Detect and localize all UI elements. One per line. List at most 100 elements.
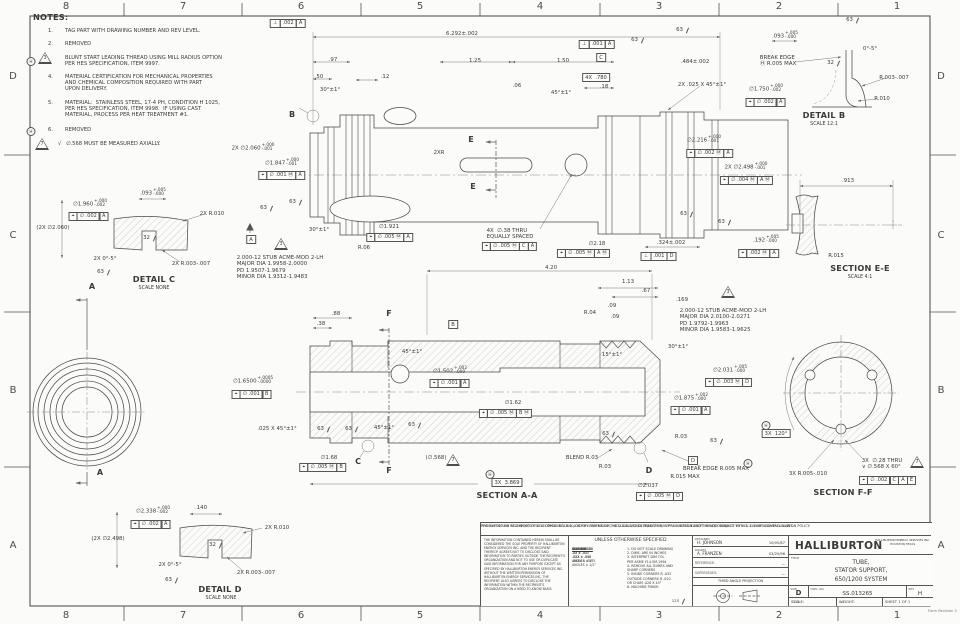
supersedes-value: — (781, 572, 785, 576)
machine-label: MACHINE (572, 547, 587, 551)
dim-09-b: .09 (610, 314, 620, 320)
proprietary-notice: THE INFORMATION CONTAINED HEREIN SHALL B… (481, 536, 569, 606)
tolerance-stack: +.0005 -.0000 (257, 375, 274, 385)
fcf-cell: ∅ .001 (239, 390, 263, 399)
zone-top-3: 3 (655, 1, 663, 12)
projection-label: THIRD ANGLE PROJECTION (717, 579, 764, 583)
title-label: TITLE (791, 556, 800, 560)
designed-row: DESIGNED H. JOHNSON 10/05/87 (693, 536, 788, 547)
view-title-detail-c: DETAIL C (132, 274, 176, 284)
note-1-num: 1. (48, 28, 53, 34)
dim-1875: ∅1.875+.002 -.000 (674, 392, 708, 402)
rev-value: H (917, 590, 923, 597)
dim-2x-025-chamfer: 2X .025 X 45°±1° (677, 82, 727, 88)
zone-right-C: C (937, 230, 945, 241)
detail-c-letter: C (355, 457, 361, 466)
finish-63-d: 63 (289, 199, 301, 205)
drawn-row: DRAWN A. FRANZEN 03/25/96 (693, 547, 788, 558)
export-line-1: PRODUCTS AND TECHNOLOGY DEVELOPED IN U.S… (481, 524, 794, 528)
dim-093-c: .093+.005 -.000 (140, 187, 166, 197)
tolerance-stack: +.000 -.001 (708, 134, 721, 144)
scale-label: SCALE: (791, 600, 805, 604)
dim-2216: ∅2.216+.000 -.001 (687, 134, 721, 144)
view-scale-detail-d: SCALE NONE (205, 596, 237, 601)
uos-header: UNLESS OTHERWISE SPECIFIED (594, 538, 667, 543)
reference-row: REFERENCE: — (693, 558, 788, 568)
detail-b-letter: B (288, 110, 296, 119)
dim-2x-r003-d: 2X R.003-.007 (236, 570, 276, 576)
export-control-notice: PRODUCTS AND TECHNOLOGY DEVELOPED IN U.S… (481, 523, 931, 536)
export-line-2: THE EXPORT OR RE-EXPORT OF U.S. ORIGIN T… (481, 524, 811, 528)
section-f-arrow-bottom: F (386, 466, 392, 475)
dim-ref-2x-2060: (2X ∅2.060) (36, 225, 70, 231)
dim-angle-45-aa: 45°±1° (401, 349, 423, 355)
third-angle-projection-icon (713, 589, 761, 603)
view-scale-section-ee: SCALE 4:1 (847, 275, 873, 280)
fcf-cell: ∅ .004 Ⓜ (728, 176, 758, 185)
dim-2x-r010-c: 2X R.010 (199, 211, 225, 217)
finish-63-k: 63 (602, 431, 614, 437)
supersedes-row: SUPERSEDES: — (693, 568, 788, 578)
sheet-value: SHEET 1 OF 1 (885, 600, 911, 604)
zone-bottom-1: 1 (893, 610, 901, 621)
zone-left-B: B (9, 385, 17, 396)
machine-rows: .X ± .030 .XX ± .010 .XXX ± .005 .XXXX ±… (572, 547, 596, 568)
dim-169: .169 (675, 297, 689, 303)
notes-title: NOTES: (33, 12, 69, 22)
dim-r010-b: R.010 (874, 96, 890, 102)
dwg-no-value: SS.013265 (842, 590, 873, 597)
dwg-label: DWG. NO. (810, 586, 825, 591)
fcf-cell: .001 (650, 252, 668, 261)
dim-168: ∅1.68 (320, 455, 338, 461)
dim-angle-45: 45°±1° (550, 90, 572, 96)
dim-09-a: .09 (607, 303, 617, 309)
dim-1750: ∅1.750+.000 -.002 (749, 83, 783, 93)
detail-b-shape (811, 50, 872, 108)
dim-125: 1.25 (468, 58, 482, 64)
zone-bottom-5: 5 (416, 610, 424, 621)
note-4: MATERIAL CERTIFICATION FOR MECHANICAL PR… (65, 74, 213, 93)
ff-angle-arc (784, 356, 795, 431)
dim-2x-2498: 2X ∅2.498+.000 -.001 (724, 161, 768, 171)
tolerance-stack: +.000 -.001 (286, 157, 299, 167)
finish-63-l: 63 (710, 438, 722, 444)
tolerance-stack: +.002 -.000 (454, 365, 467, 375)
zone-bottom-7: 7 (179, 610, 187, 621)
reference-value: — (781, 562, 785, 566)
zone-left-C: C (9, 230, 17, 241)
view-title-detail-d: DETAIL D (198, 584, 242, 594)
fcf-cell: A (701, 406, 711, 415)
fcf-cell: ∅ .002 (76, 212, 100, 221)
section-a-cut (75, 298, 88, 486)
dim-113: 1.13 (621, 279, 635, 285)
view-title-detail-b: DETAIL B (802, 110, 846, 120)
dim-4x-38-thru: 4X ∅.38 THRU EQUALLY SPACED (486, 228, 534, 241)
section-e-arrow-bottom: E (470, 182, 476, 191)
dim-overall-length: 6.292±.002 (446, 31, 478, 37)
fabrication-rows: .X ± .1 .XX ± .03 .XXX ± .010 ANGLES ± 2… (572, 547, 593, 564)
flag-3-left: 3 (274, 238, 288, 250)
title-area: HALLIBURTON HALLIBURTON ENERGY SERVICES … (789, 536, 933, 606)
fcf-cell: A (295, 171, 305, 180)
dim-angle-30-left: 30°±1° (319, 87, 341, 93)
unless-otherwise-specified-block: UNLESS OTHERWISE SPECIFIED TOLERANCES FA… (569, 536, 693, 606)
main-view (309, 107, 789, 239)
drawing-title: TUBE, STATOR SUPPORT, 650/1200 SYSTEM (834, 560, 888, 583)
tolerance-stack: +.000 -.001 (261, 142, 275, 152)
finish-63-g: 63 (97, 269, 109, 275)
detail-d-shape (179, 524, 253, 559)
tolerance-stack: +.005 -.000 (734, 364, 747, 374)
weight-label: WEIGHT: (839, 600, 855, 604)
flag-7-aa: 7 (446, 454, 460, 466)
sheet-frame (4, 3, 956, 621)
note-3: BLUNT START LEADING THREAD USING MILL RA… (65, 55, 222, 68)
designed-label: DESIGNED (695, 536, 710, 541)
zone-top-1: 1 (893, 1, 901, 12)
fcf-cell: B Ⓜ (516, 409, 533, 418)
